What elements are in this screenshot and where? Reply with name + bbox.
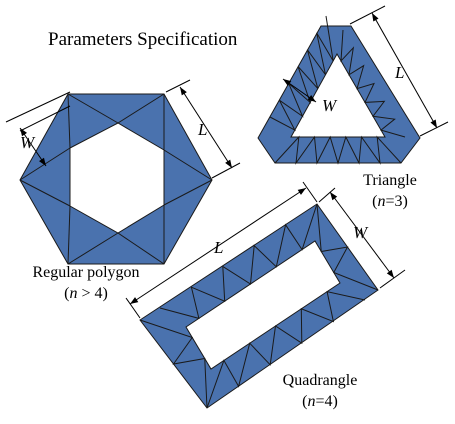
hexagon-segment-line [117, 93, 165, 124]
triangle-name: Triangle [363, 172, 417, 189]
quadrangle-w-dimension-line [329, 191, 395, 279]
triangle-param-val: 3 [394, 193, 403, 210]
hexagon-w-dimension-line-arrow [20, 128, 27, 137]
hexagon-l-dimension-line [179, 86, 233, 169]
hexagon-width-label: W [20, 133, 35, 152]
quadrangle-w-dimension-line-arrow [330, 192, 338, 201]
quadrangle-w-extension-line [318, 187, 336, 203]
quadrangle-l-dimension-line-arrow [130, 297, 139, 304]
triangle-l-extension-line [419, 121, 449, 137]
quadrangle-zigzag-line [139, 319, 208, 409]
quadrangle-zigzag-line [206, 290, 366, 409]
regular-polygon-param-op: > [77, 285, 95, 302]
triangle-shape [257, 15, 421, 165]
hexagon-l-extension-line [165, 79, 191, 93]
triangle-l-dimension-line-arrow [430, 119, 437, 128]
diagram-title: Parameters Specification [48, 29, 238, 50]
hexagon-segment-line [117, 232, 165, 265]
triangle-caption: Triangle (n=3) [345, 173, 435, 210]
triangle-param-op: = [385, 193, 395, 210]
quadrangle-param-val: 4 [324, 393, 333, 410]
quadrangle-l-extension-line [125, 297, 141, 319]
quadrangle-shape [139, 203, 379, 409]
regular-polygon-param-val: 4 [94, 285, 103, 302]
triangle-width-label: W [322, 96, 337, 115]
quadrangle-param: (n=4) [302, 393, 338, 410]
triangle-w-dimension-line-arrow [283, 79, 292, 87]
quadrangle-l-dimension-line-arrow [297, 188, 306, 195]
triangle-w-dimension-line-arrow [307, 94, 316, 102]
hexagon-w-extension-line [5, 91, 71, 123]
hexagon-l-extension-line [211, 162, 241, 179]
triangle-l-extension-line [349, 5, 386, 25]
hexagon-w-extension-line [19, 105, 71, 132]
quadrangle-width-label: W [353, 223, 368, 242]
quadrangle-param-var: n [307, 393, 316, 410]
hexagon-length-label: L [198, 120, 208, 139]
regular-polygon-param: (n > 4) [64, 285, 108, 302]
quadrangle-l-dimension-line [129, 187, 307, 305]
quadrangle-length-label: L [214, 238, 224, 257]
triangle-zigzag-line [340, 29, 406, 138]
quadrangle-caption: Quadrangle (n=4) [260, 373, 380, 410]
triangle-length-label: L [395, 63, 405, 82]
hexagon-segment-line [19, 179, 71, 207]
hexagon-l-dimension-line-arrow [225, 159, 232, 168]
hexagon-w-dimension-line-arrow [39, 157, 46, 166]
regular-polygon-shape [19, 93, 213, 265]
hexagon-segment-line [67, 93, 119, 124]
triangle-l-dimension-line-arrow [372, 13, 379, 22]
quadrangle-name: Quadrangle [282, 372, 358, 389]
triangle-ring [257, 25, 421, 164]
triangle-param-var: n [377, 193, 386, 210]
triangle-zigzag-line [269, 15, 334, 132]
dimension-annotations [5, 5, 449, 319]
hexagon-segment-line [67, 93, 71, 149]
quadrangle-w-extension-line [379, 269, 406, 289]
triangle-zigzag-line [274, 135, 402, 165]
regular-polygon-name: Regular polygon [32, 264, 140, 281]
hexagon-segment-line [163, 149, 213, 181]
quadrangle-zigzag-line [316, 203, 379, 291]
hexagon-segment-line [67, 232, 119, 265]
triangle-param: (n=3) [372, 193, 408, 210]
triangle-l-dimension-line [371, 12, 438, 129]
hexagon-segment-line [67, 205, 71, 265]
hexagon-l-dimension-line-arrow [180, 87, 187, 96]
quadrangle-param-op: = [315, 393, 325, 410]
hexagon-segment-line [163, 179, 213, 206]
quadrangle-w-dimension-line-arrow [386, 269, 394, 278]
quadrangle-zigzag-line [159, 203, 318, 320]
hexagon-ring [19, 93, 213, 265]
regular-polygon-param-var: n [69, 285, 78, 302]
regular-polygon-caption: Regular polygon (n > 4) [16, 265, 156, 302]
quadrangle-l-extension-line [302, 181, 318, 203]
